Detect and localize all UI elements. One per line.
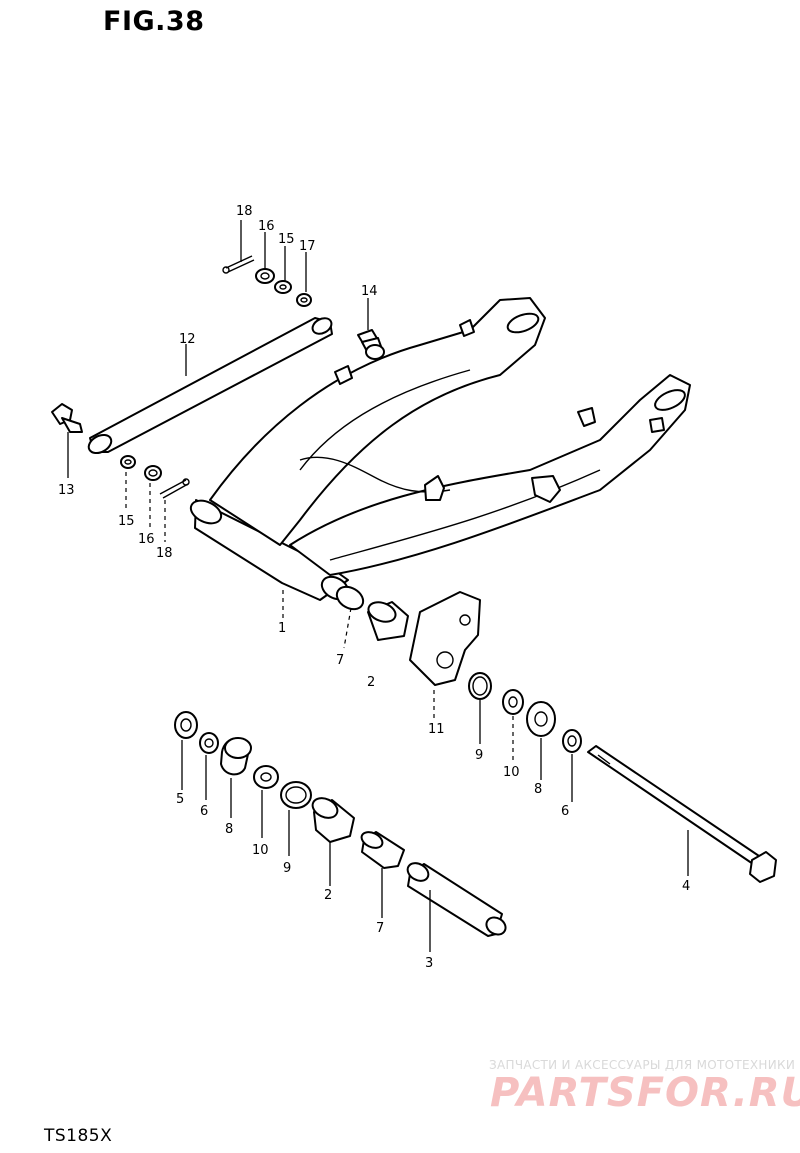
callout-10-right: 10 (503, 765, 520, 780)
callout-2-upper: 2 (367, 675, 375, 690)
washer-6-right (562, 729, 582, 753)
pivot-bolt-4 (587, 745, 777, 883)
callout-6-right: 6 (561, 804, 569, 819)
bracket-11 (409, 591, 481, 686)
spacer-tube-3 (406, 862, 507, 937)
callout-9-right: 9 (475, 748, 483, 763)
oring-9-right (468, 672, 492, 700)
callout-7-lower: 7 (376, 921, 384, 936)
bush-7-upper (367, 601, 409, 641)
nut-16-lower (144, 465, 162, 481)
callout-10-left: 10 (252, 843, 269, 858)
washer-15-top (274, 280, 292, 294)
callout-7-upper: 7 (336, 653, 344, 668)
seal-8-right (526, 701, 556, 737)
callout-4: 4 (682, 879, 690, 894)
bush-2-lower (311, 797, 355, 843)
watermark-brand: PARTSFOR.RU (490, 1070, 800, 1116)
callout-17: 17 (299, 239, 316, 254)
callout-18-top: 18 (236, 204, 253, 219)
callout-16-top: 16 (258, 219, 275, 234)
oring-9-left (280, 781, 312, 809)
bush-7-lower (360, 831, 405, 869)
cotter-pin-18-top (222, 255, 255, 274)
callout-8-left: 8 (225, 822, 233, 837)
figure-title: FIG.38 (103, 6, 205, 37)
callout-11: 11 (428, 722, 445, 737)
callout-1: 1 (278, 621, 286, 636)
callout-3: 3 (425, 956, 433, 971)
washer-17 (296, 293, 312, 307)
callout-13: 13 (58, 483, 75, 498)
washer-15-lower (120, 455, 136, 469)
callout-18-lower: 18 (156, 546, 173, 561)
washer-6-left (199, 732, 219, 754)
seal-8-left (220, 737, 252, 776)
swing-arm (189, 297, 691, 611)
leader-lines (67, 220, 689, 952)
bolt-13 (51, 403, 83, 433)
callout-labels: 18 16 15 17 14 12 13 15 16 18 1 7 2 11 9… (58, 204, 690, 971)
callout-15-lower: 15 (118, 514, 135, 529)
nut-16-top (255, 268, 275, 284)
callout-14: 14 (361, 284, 378, 299)
callout-16-lower: 16 (138, 532, 155, 547)
callout-12: 12 (179, 332, 196, 347)
cotter-pin-18-lower (159, 478, 190, 499)
callout-8-right: 8 (534, 782, 542, 797)
callout-2-lower: 2 (324, 888, 332, 903)
nut-5 (174, 711, 198, 739)
bolt-14 (357, 329, 385, 360)
washer-10-left (253, 765, 279, 789)
watermark-tagline: ЗАПЧАСТИ И АКСЕССУАРЫ ДЛЯ МОТОТЕХНИКИ (489, 1058, 796, 1072)
callout-15-top: 15 (278, 232, 295, 247)
callout-5: 5 (176, 792, 184, 807)
torque-rod-12 (87, 317, 333, 455)
callout-9-left: 9 (283, 861, 291, 876)
callout-6-left: 6 (200, 804, 208, 819)
washer-10-right (502, 689, 524, 715)
model-code: TS185X (44, 1126, 113, 1146)
